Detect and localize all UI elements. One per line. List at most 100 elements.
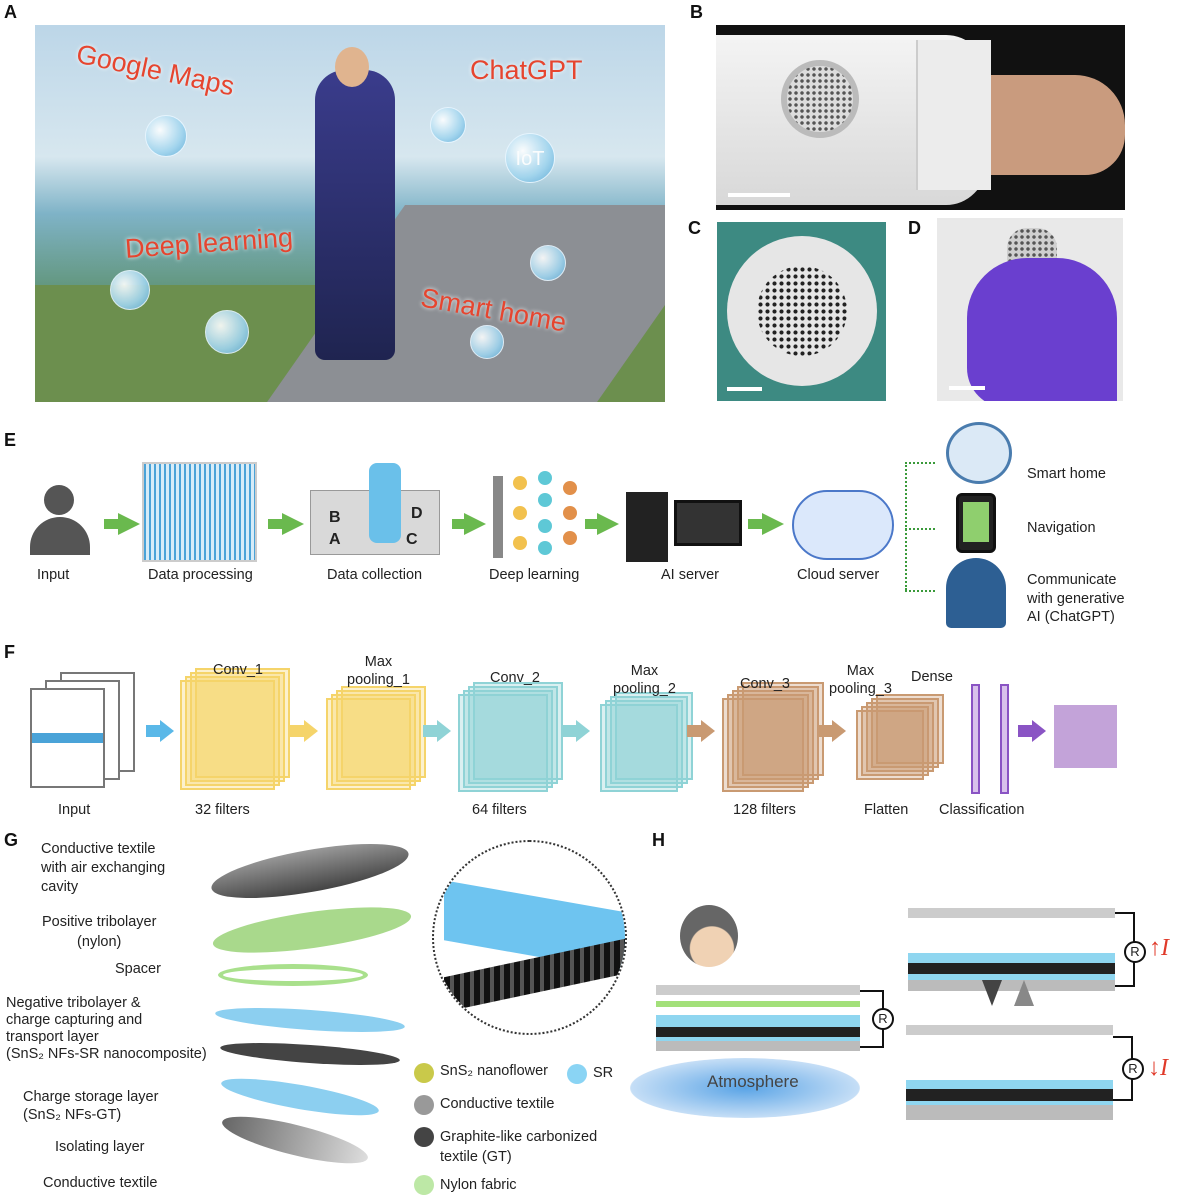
arrow-right-icon — [423, 725, 437, 737]
arrow-right-icon — [687, 725, 701, 737]
feature-map — [876, 694, 944, 764]
resistor-symbol: R — [872, 1008, 894, 1030]
feature-map — [468, 686, 558, 784]
current-label: I — [1161, 935, 1169, 961]
block-a: A — [329, 531, 341, 548]
data-collection-icon: B D A C — [310, 463, 440, 555]
arrow-head — [160, 720, 174, 742]
pool3-label: Max pooling_3 — [829, 663, 892, 697]
iot-bubble: IoT — [505, 133, 555, 183]
conductive-textile-layer — [207, 832, 413, 910]
current-down-indicator: ↓I — [1148, 1055, 1168, 1081]
arrow-shaft — [452, 519, 466, 529]
arrow-down-icon — [982, 980, 1002, 1006]
resistor-symbol: R — [1122, 1058, 1144, 1080]
current-label: I — [1160, 1055, 1168, 1081]
legend-conductive-textile: Conductive textile — [440, 1096, 555, 1112]
arrow-head — [832, 720, 846, 742]
monitor-icon — [674, 500, 742, 546]
scale-bar — [727, 387, 762, 391]
isolating-layer — [219, 1071, 381, 1123]
classification-label: Classification — [939, 802, 1025, 818]
step-data-processing: Data processing — [148, 567, 253, 583]
server-tower-icon — [626, 492, 668, 562]
output-smart-home: Smart home — [1027, 466, 1106, 482]
panel-label-b: B — [690, 2, 703, 22]
runner — [315, 70, 395, 360]
atmosphere-cloud — [630, 1058, 860, 1118]
arrow-shaft — [748, 519, 764, 529]
dense-label: Dense — [911, 669, 953, 685]
person-icon — [30, 485, 92, 557]
pool1-label: Max pooling_1 — [347, 654, 410, 688]
bubble-icon — [205, 310, 249, 354]
person-head-icon — [680, 905, 738, 967]
layer-label-negative: Negative tribolayer & charge capturing a… — [6, 995, 207, 1062]
label-google-maps: Google Maps — [73, 38, 238, 102]
arrow-shaft — [585, 519, 599, 529]
branch-line — [905, 462, 935, 464]
bubble-icon — [470, 325, 504, 359]
arrow-right-icon — [146, 725, 160, 737]
legend-nylon: Nylon fabric — [440, 1177, 517, 1193]
arrow-right-icon — [818, 725, 832, 737]
feature-map — [610, 696, 688, 784]
feature-map — [326, 698, 411, 790]
navigation-phone-icon — [956, 493, 996, 553]
panel-label-d: D — [908, 218, 921, 238]
device-pressed-state — [908, 908, 1115, 991]
chatgpt-head-icon — [946, 558, 1006, 628]
arrow-shaft — [268, 519, 284, 529]
panel-label-h: H — [652, 830, 665, 850]
sns2-nanoflower-icon — [414, 1063, 434, 1083]
block-b: B — [329, 509, 341, 526]
panel-b-photo — [716, 25, 1125, 210]
step-deep-learning: Deep learning — [489, 567, 580, 583]
conv1-label: Conv_1 — [213, 662, 263, 678]
conv2-filters: 64 filters — [472, 802, 527, 818]
feature-map — [336, 690, 421, 782]
charge-storage-layer — [219, 1038, 401, 1070]
bubble-icon — [530, 245, 566, 281]
input-layer-bar — [493, 476, 503, 558]
panel-c-photo — [717, 222, 886, 401]
conv3-label: Conv_3 — [740, 676, 790, 692]
smart-home-icon — [946, 422, 1012, 484]
panel-label-e: E — [4, 430, 17, 450]
layer-label-positive: Positive tribolayer (nylon) — [42, 914, 157, 950]
hole-pattern — [757, 266, 847, 356]
atmosphere-label: Atmosphere — [707, 1072, 799, 1091]
device-cross-section — [656, 985, 860, 1051]
feature-map — [195, 668, 290, 778]
data-processing-icon — [142, 462, 257, 562]
flatten-label: Flatten — [864, 802, 909, 818]
arrow-right-icon — [290, 725, 304, 737]
panel-a-illustration: Google Maps ChatGPT Deep learning Smart … — [35, 25, 665, 402]
legend-sr: SR — [593, 1065, 614, 1081]
pool2-label: Max pooling_2 — [613, 663, 676, 697]
branch-line — [905, 528, 935, 530]
arrow-right-icon — [118, 513, 140, 535]
branch-line — [905, 590, 935, 592]
feature-map — [722, 698, 804, 792]
arrow-head — [701, 720, 715, 742]
layer-label-charge-storage: Charge storage layer (SnS₂ NFs-GT) — [23, 1089, 159, 1123]
cuff — [916, 40, 991, 190]
panel-label-f: F — [4, 642, 15, 662]
dense-layer-bar — [1000, 684, 1009, 794]
arrow-right-icon — [464, 513, 486, 535]
legend-sns2: SnS₂ nanoflower — [440, 1063, 548, 1079]
arrow-right-icon — [562, 725, 576, 737]
feature-map — [190, 672, 285, 782]
panel-label-a: A — [4, 2, 17, 22]
feature-map — [615, 692, 693, 780]
dense-layer-bar — [971, 684, 980, 794]
conductive-textile-swatch — [414, 1095, 434, 1115]
layer-label-isolating: Isolating layer — [55, 1139, 145, 1155]
output-chatgpt: Communicate with generative AI (ChatGPT) — [1027, 572, 1125, 625]
layer-label-conductive-top: Conductive textile with air exchanging c… — [41, 841, 166, 895]
feature-map — [732, 690, 814, 784]
arrow-right-icon — [597, 513, 619, 535]
conv2-label: Conv_2 — [490, 670, 540, 686]
panel-label-g: G — [4, 830, 19, 850]
